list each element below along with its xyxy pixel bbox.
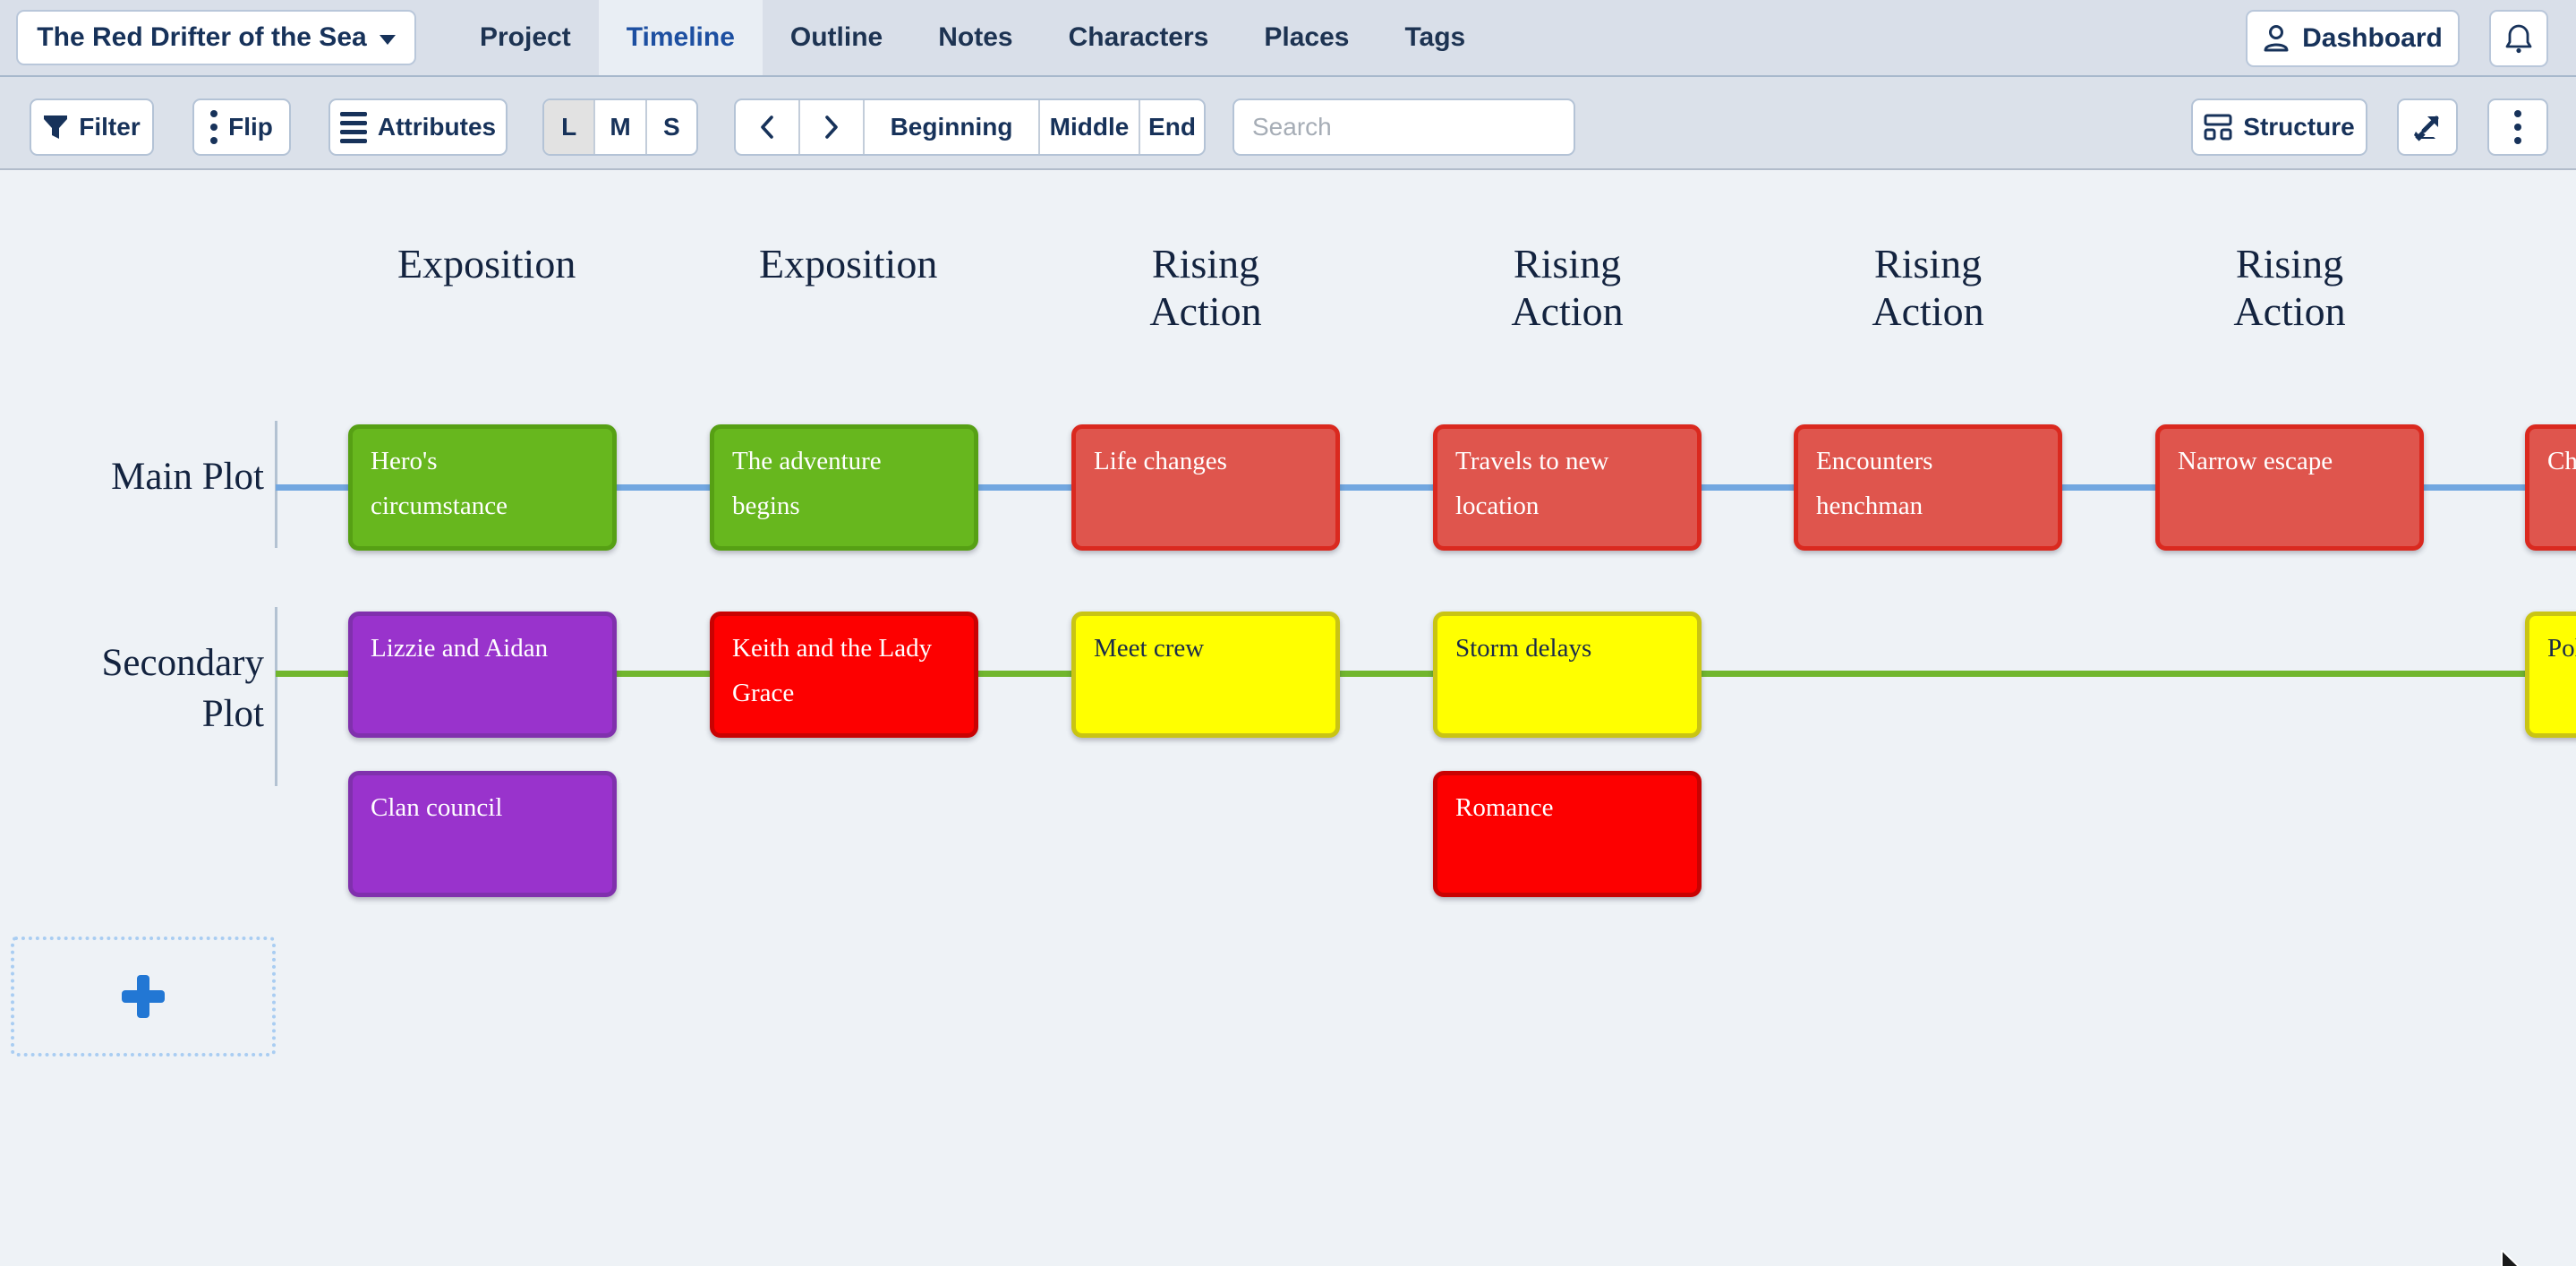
- column-header-5[interactable]: Rising Action: [1872, 241, 1984, 334]
- mouse-cursor: [2501, 1250, 2520, 1266]
- row-label-secondary-plot[interactable]: Secondary Plot: [101, 642, 265, 735]
- more-options-button[interactable]: [2487, 98, 2548, 156]
- user-icon: [2264, 25, 2289, 52]
- scene-card[interactable]: Storm delays: [1433, 612, 1702, 738]
- scene-card[interactable]: Travels to new location: [1433, 424, 1702, 551]
- notifications-button[interactable]: [2489, 10, 2548, 67]
- chevron-right-icon: [825, 115, 838, 139]
- scene-card[interactable]: Life changes: [1071, 424, 1340, 551]
- timeline-canvas: Exposition Exposition Rising Action Risi…: [0, 170, 2576, 1266]
- scroll-jump-group: Beginning Middle End: [734, 98, 1206, 156]
- vertical-dots-icon: [210, 110, 218, 144]
- tab-tags[interactable]: Tags: [1404, 22, 1466, 52]
- attributes-label: Attributes: [377, 113, 497, 141]
- add-plotline-button[interactable]: [11, 937, 276, 1056]
- jump-end-button[interactable]: End: [1148, 113, 1196, 141]
- flip-button[interactable]: Flip: [192, 98, 291, 156]
- scene-card[interactable]: Poli: [2525, 612, 2576, 738]
- scene-card[interactable]: Lizzie and Aidan: [348, 612, 617, 738]
- structure-layout-icon: [2204, 114, 2232, 141]
- column-header-2[interactable]: Exposition: [759, 241, 938, 287]
- scene-card[interactable]: Encounters henchman: [1794, 424, 2062, 551]
- size-large-button[interactable]: L: [544, 100, 596, 154]
- timeline-toolbar: Filter Flip Attributes L M S Beginning M…: [0, 77, 2576, 170]
- export-icon: [2414, 115, 2439, 141]
- chevron-left-icon: [761, 115, 773, 139]
- filter-funnel-icon: [44, 115, 68, 139]
- tab-timeline[interactable]: Timeline: [598, 0, 763, 75]
- column-header-4[interactable]: Rising Action: [1511, 241, 1624, 334]
- structure-button[interactable]: Structure: [2191, 98, 2367, 156]
- card-size-group: L M S: [542, 98, 698, 156]
- structure-label: Structure: [2243, 113, 2355, 141]
- tab-places[interactable]: Places: [1264, 22, 1350, 52]
- scene-card[interactable]: The adventure begins: [710, 424, 978, 551]
- scene-card[interactable]: Clan council: [348, 771, 617, 897]
- row-label-main-plot[interactable]: Main Plot: [111, 456, 264, 498]
- kebab-menu-icon: [2514, 110, 2521, 144]
- plus-icon: [122, 975, 165, 1018]
- jump-beginning-button[interactable]: Beginning: [865, 100, 1040, 154]
- chevron-down-icon: [379, 34, 396, 45]
- scroll-right-button[interactable]: [800, 100, 865, 154]
- filter-button[interactable]: Filter: [30, 98, 154, 156]
- filter-label: Filter: [79, 113, 141, 141]
- tab-characters[interactable]: Characters: [1068, 22, 1209, 52]
- jump-middle-button[interactable]: Middle: [1040, 100, 1140, 154]
- scene-card[interactable]: Cha: [2525, 424, 2576, 551]
- tab-outline[interactable]: Outline: [789, 22, 883, 52]
- dashboard-button[interactable]: Dashboard: [2246, 10, 2460, 67]
- size-small-button[interactable]: S: [662, 113, 680, 141]
- dashboard-label: Dashboard: [2302, 23, 2443, 53]
- column-header-1[interactable]: Exposition: [397, 241, 576, 287]
- scroll-left-button[interactable]: [736, 100, 800, 154]
- export-button[interactable]: [2397, 98, 2458, 156]
- flip-label: Flip: [228, 113, 273, 141]
- scene-card[interactable]: Romance: [1433, 771, 1702, 897]
- bell-icon: [2505, 24, 2532, 54]
- scene-card[interactable]: Meet crew: [1071, 612, 1340, 738]
- column-header-6[interactable]: Rising Action: [2233, 241, 2346, 334]
- project-selector-button[interactable]: The Red Drifter of the Sea: [16, 10, 416, 65]
- project-selector-label: The Red Drifter of the Sea: [37, 22, 367, 52]
- main-plotline: [276, 484, 2576, 491]
- secondary-plotline: [276, 671, 2576, 677]
- scene-card[interactable]: Narrow escape: [2155, 424, 2424, 551]
- size-medium-button[interactable]: M: [595, 100, 647, 154]
- attributes-button[interactable]: Attributes: [328, 98, 508, 156]
- tab-notes[interactable]: Notes: [938, 22, 1013, 52]
- row-divider-line: [275, 607, 277, 786]
- list-icon: [339, 111, 367, 143]
- scene-card[interactable]: Hero's circumstance: [348, 424, 617, 551]
- main-tabs: Project Timeline Outline Notes Character…: [452, 0, 1493, 75]
- search-input[interactable]: [1233, 98, 1575, 156]
- scene-card[interactable]: Keith and the Lady Grace: [710, 612, 978, 738]
- tab-project[interactable]: Project: [480, 22, 571, 52]
- top-nav-bar: The Red Drifter of the Sea Project Timel…: [0, 0, 2576, 77]
- column-header-3[interactable]: Rising Action: [1149, 241, 1262, 334]
